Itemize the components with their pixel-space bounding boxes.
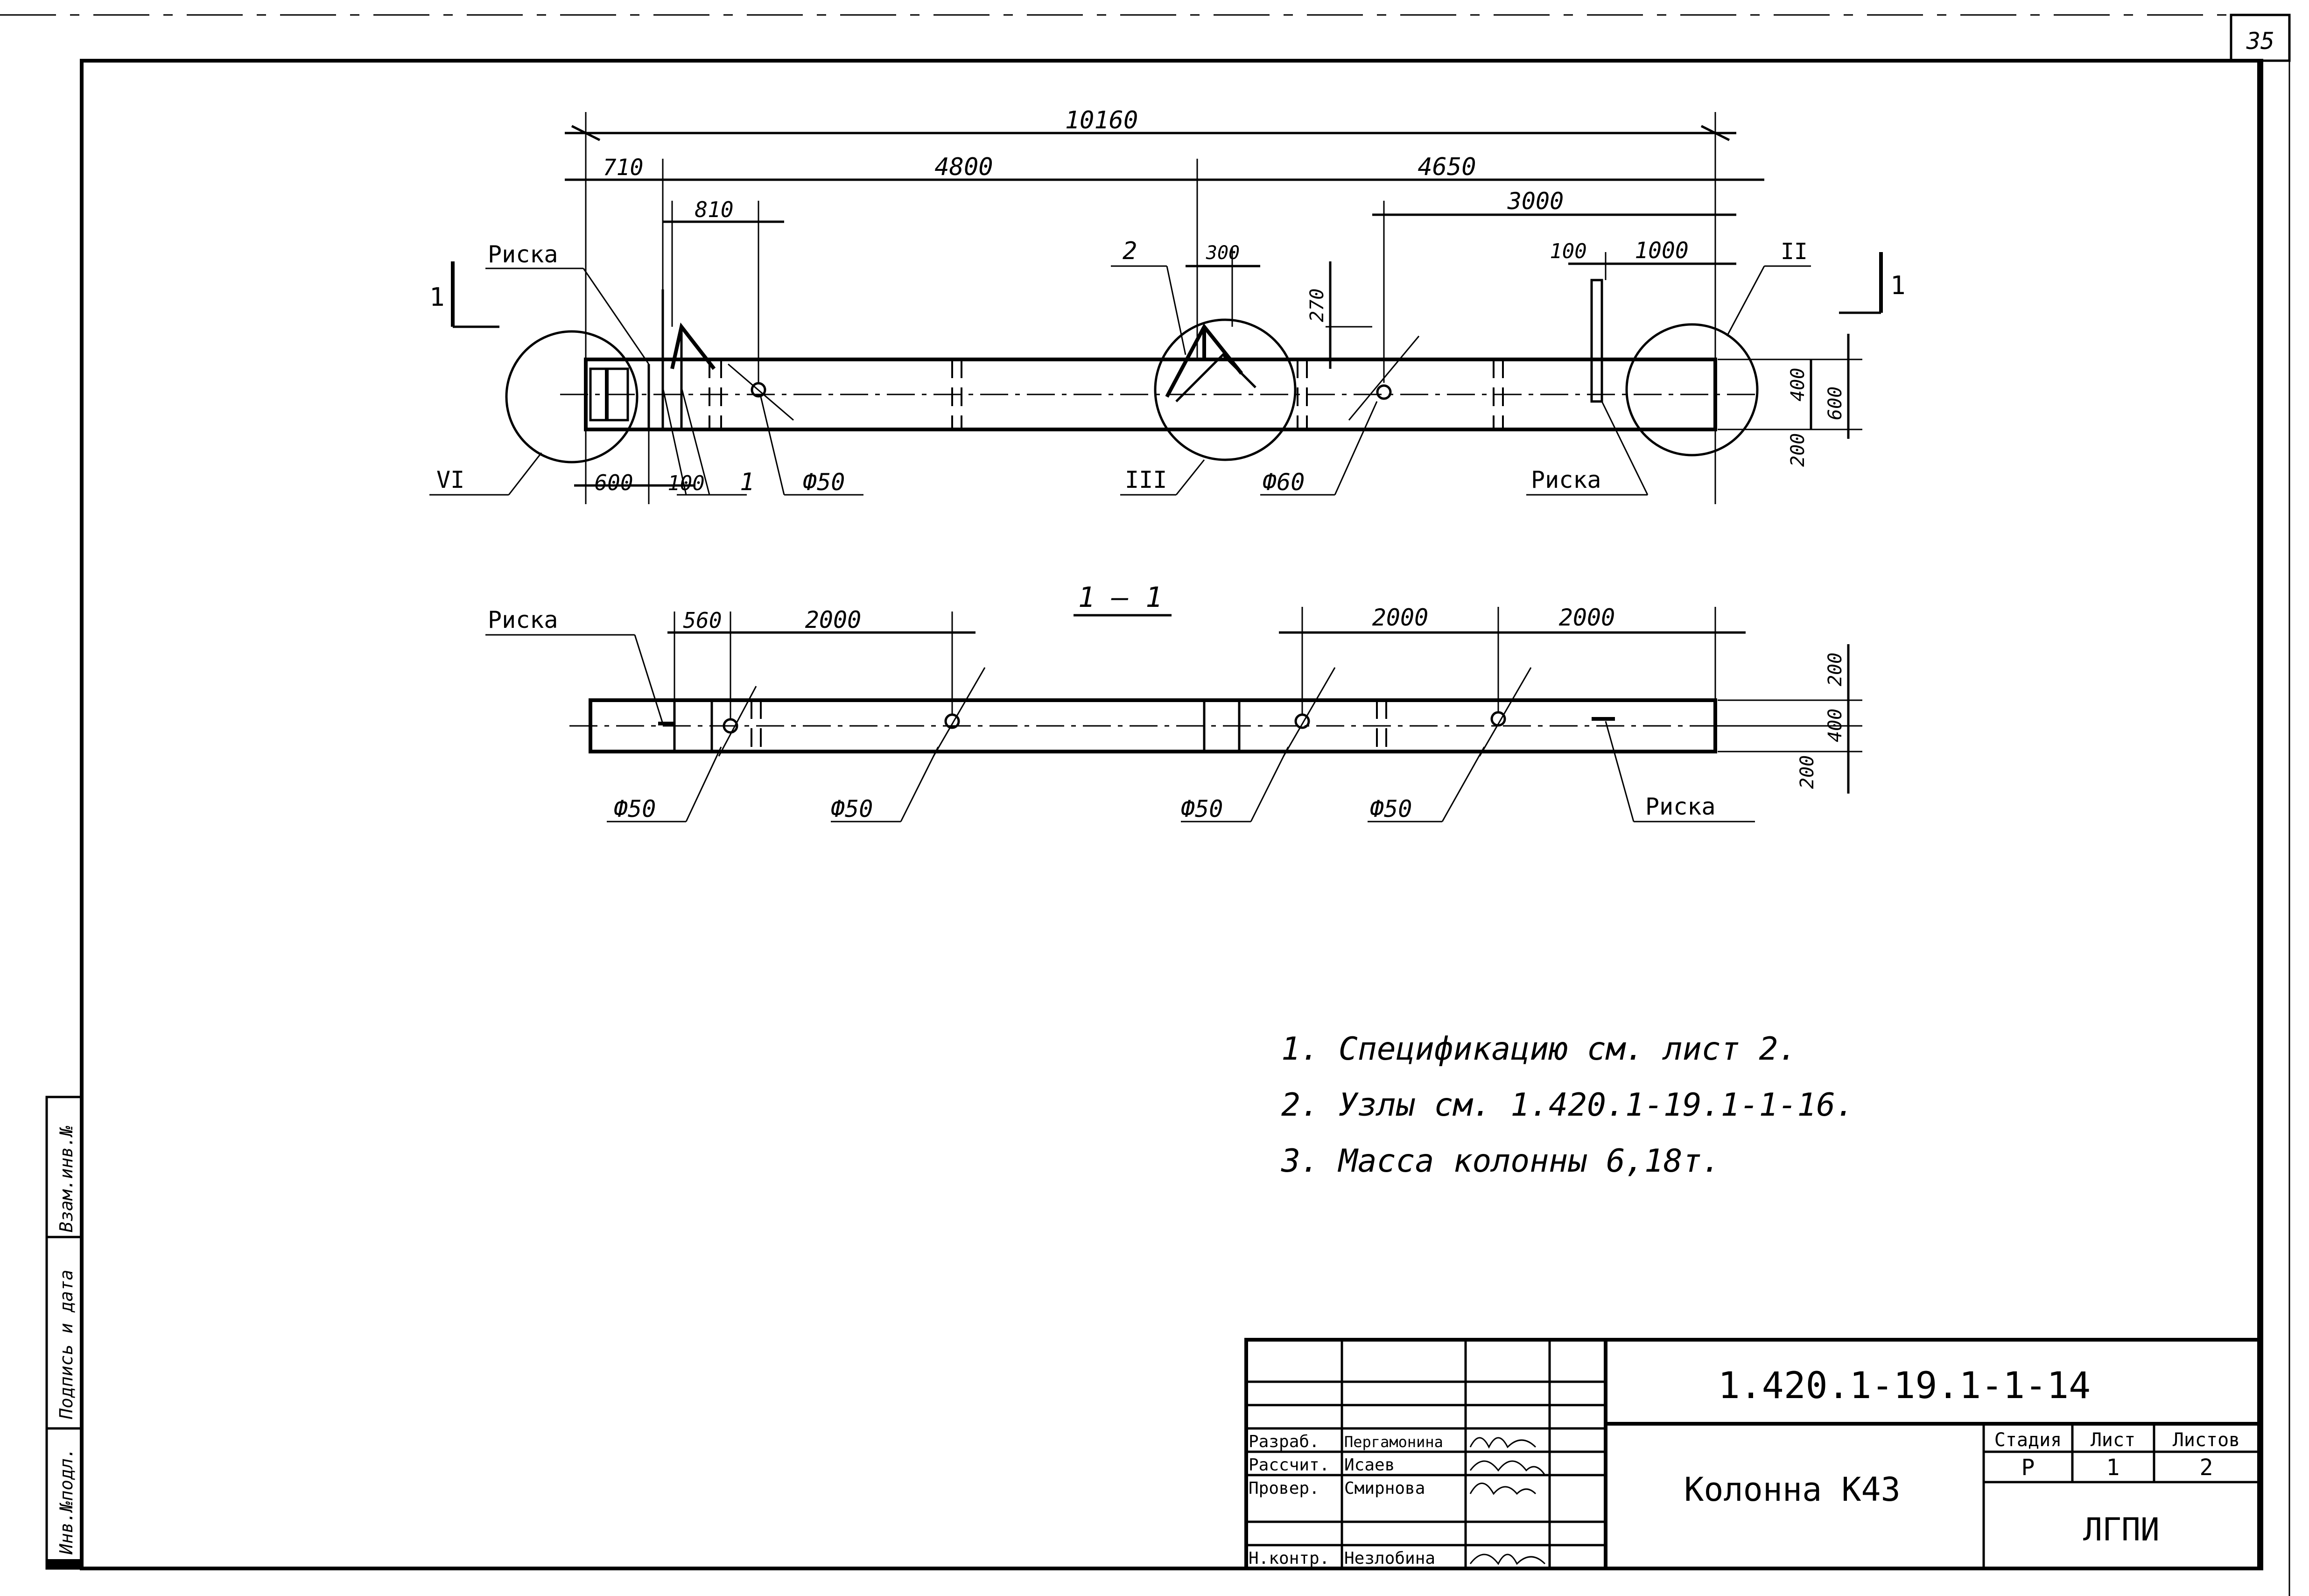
dim-4650: 4650 xyxy=(1418,153,1476,181)
callout-1: 1 xyxy=(740,468,754,496)
dim-200-height: 200 xyxy=(1787,433,1809,467)
name-developer: Пергамонина xyxy=(1344,1433,1443,1451)
section-dim-200-bottom: 200 xyxy=(1797,755,1818,789)
dim-total-length: 10160 xyxy=(1065,106,1138,134)
notes-block: 1. Спецификацию см. лист 2. 2. Узлы см. … xyxy=(1281,1031,1854,1180)
stamp-inv-podl: Инв.№подл. xyxy=(56,1448,77,1555)
role-calculated: Рассчит. xyxy=(1249,1455,1329,1475)
dim-600-height: 600 xyxy=(1825,387,1846,420)
signature-4 xyxy=(1469,1554,1546,1565)
doc-code: 1.420.1-19.1-1-14 xyxy=(1718,1365,2091,1407)
section-hole-4: Ф50 xyxy=(1370,795,1412,823)
dim-1000: 1000 xyxy=(1635,238,1689,264)
stamp-signature-date: Подпись и дата xyxy=(56,1270,77,1420)
name-checked: Смирнова xyxy=(1344,1479,1425,1498)
dim-270: 270 xyxy=(1306,288,1328,322)
dim-100-right: 100 xyxy=(1550,239,1586,263)
section-dim-2000-a: 2000 xyxy=(805,606,861,633)
dim-100-left: 100 xyxy=(667,471,704,495)
dim-400-height: 400 xyxy=(1787,368,1809,401)
name-calculated: Исаев xyxy=(1344,1455,1395,1475)
signature-2 xyxy=(1469,1460,1546,1476)
drawing-title: Колонна К43 xyxy=(1684,1470,1901,1509)
title-block: 1.420.1-19.1-1-14 Колонна К43 Стадия Лис… xyxy=(1244,1338,2261,1570)
sheet-corner-number: 35 xyxy=(2246,28,2274,55)
dim-4800: 4800 xyxy=(934,153,993,181)
section-dim-400: 400 xyxy=(1825,709,1846,742)
callout-2: 2 xyxy=(1123,237,1137,265)
stamp-vzam-inv: Взам.инв.№ xyxy=(56,1125,77,1232)
hole-label-left: Ф50 xyxy=(803,469,845,496)
sheet-value: 1 xyxy=(2106,1455,2120,1481)
role-developer: Разраб. xyxy=(1249,1432,1319,1451)
section-title: 1 — 1 xyxy=(1078,581,1163,614)
note-3: 3. Масса колонны 6,18т. xyxy=(1281,1143,1721,1180)
label-riska-left: Риска xyxy=(488,241,558,268)
side-stamp: Инв.№подл. Подпись и дата Взам.инв.№ xyxy=(45,1096,83,1570)
section-dim-560: 560 xyxy=(683,608,722,633)
sheets-header: Листов xyxy=(2173,1429,2240,1451)
section-riska-left: Риска xyxy=(488,606,558,633)
sheets-value: 2 xyxy=(2200,1455,2213,1481)
stage-value: Р xyxy=(2021,1455,2035,1481)
dim-3000: 3000 xyxy=(1507,188,1564,215)
section-riska-right: Риска xyxy=(1645,793,1716,820)
role-checked: Провер. xyxy=(1249,1479,1319,1498)
dim-710: 710 xyxy=(603,155,644,181)
node-ii-label: II xyxy=(1781,239,1808,265)
hole-label-mid: Ф60 xyxy=(1263,469,1305,496)
section-hole-2: Ф50 xyxy=(831,795,873,823)
name-norm-control: Незлобина xyxy=(1344,1549,1435,1568)
stage-header: Стадия xyxy=(1994,1429,2062,1451)
section-hole-1: Ф50 xyxy=(614,795,656,823)
note-1: 1. Спецификацию см. лист 2. xyxy=(1281,1031,1797,1068)
node-vi-label: VI xyxy=(436,466,464,493)
section-1-1-view: 1 — 1 560 2000 xyxy=(485,581,1862,823)
section-dim-2000-c: 2000 xyxy=(1559,604,1615,631)
node-iii-label: III xyxy=(1125,466,1167,493)
elevation-view: 10160 710 4800 4650 810 300 3000 100 100… xyxy=(429,106,1906,504)
signature-1 xyxy=(1469,1437,1537,1449)
note-2: 2. Узлы см. 1.420.1-19.1-1-16. xyxy=(1281,1087,1854,1124)
sheet-frame: 35 xyxy=(0,14,2291,1596)
section-dim-200-top: 200 xyxy=(1825,653,1846,686)
section-dim-2000-b: 2000 xyxy=(1372,604,1428,631)
label-riska-right: Риска xyxy=(1531,466,1601,493)
dim-600-left: 600 xyxy=(594,470,633,495)
org-name: ЛГПИ xyxy=(2083,1512,2160,1548)
dim-300: 300 xyxy=(1206,242,1240,264)
sheet-header: Лист xyxy=(2091,1429,2135,1451)
section-mark-right: 1 xyxy=(1890,271,1906,300)
section-mark-left: 1 xyxy=(429,282,445,312)
signature-3 xyxy=(1469,1483,1537,1495)
dim-810: 810 xyxy=(695,197,733,222)
role-norm-control: Н.контр. xyxy=(1249,1549,1329,1568)
section-hole-3: Ф50 xyxy=(1181,795,1223,823)
